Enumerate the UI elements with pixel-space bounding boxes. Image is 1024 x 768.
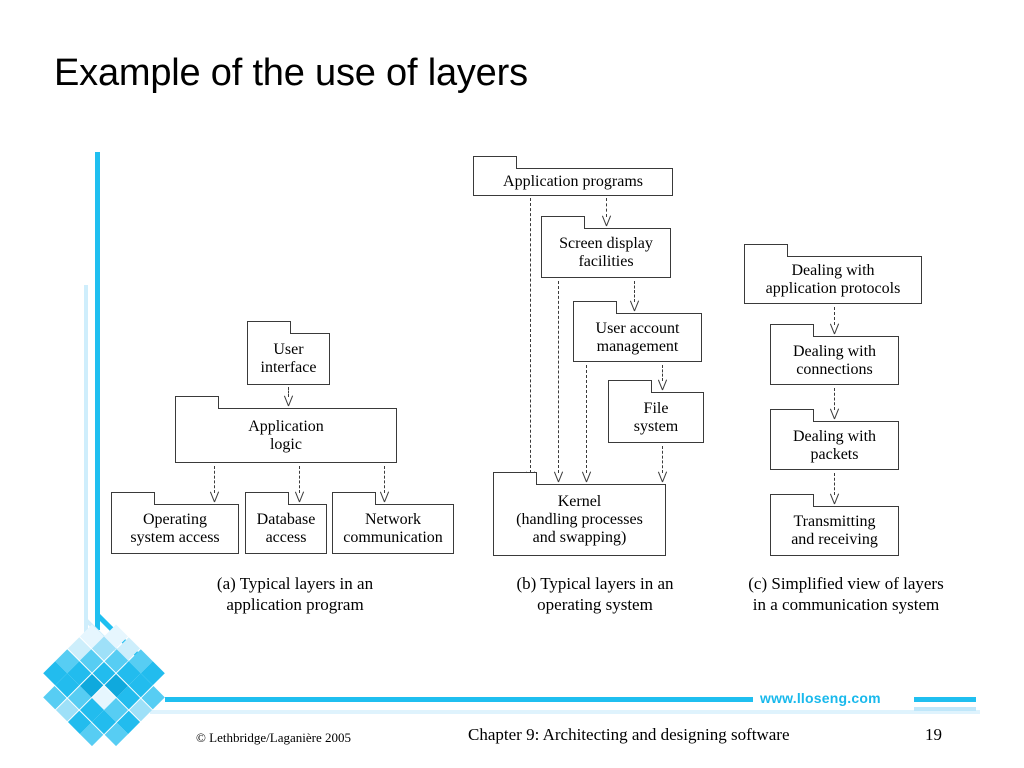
dep-user-interface-to-application-logic-arrowhead-icon [283, 395, 294, 406]
dep-packets-to-transmitting [834, 473, 835, 495]
dep-app-protocols-to-connections-arrowhead-icon [829, 323, 840, 334]
dep-file-system-to-kernel-arrowhead-icon [657, 471, 668, 482]
dep-user-account-to-kernel [586, 365, 587, 473]
dep-application-logic-to-database-access [299, 466, 300, 493]
dep-application-logic-to-operating-system [214, 466, 215, 493]
footer-page-number: 19 [925, 725, 942, 744]
footer-chapter: Chapter 9: Architecting and designing so… [468, 725, 790, 744]
dep-app-protocols-to-connections [834, 307, 835, 325]
package-label: Application programs [503, 173, 643, 191]
dep-screen-display-to-user-account-arrowhead-icon [629, 300, 640, 311]
accent-horizontal-line-stub-pale [914, 707, 976, 711]
dep-application-programs-to-screen-display [606, 198, 607, 217]
dep-user-interface-to-application-logic [288, 387, 289, 397]
dep-application-logic-to-network-communication [384, 466, 385, 493]
website-url-text: www.lloseng.com [760, 690, 881, 706]
dep-user-account-to-file-system [662, 365, 663, 381]
dep-user-account-to-kernel-arrowhead-icon [581, 471, 592, 482]
dep-packets-to-transmitting-arrowhead-icon [829, 493, 840, 504]
dep-connections-to-packets [834, 388, 835, 410]
dep-application-logic-to-network-communication-arrowhead-icon [379, 491, 390, 502]
accent-horizontal-line-stub [914, 697, 976, 702]
accent-horizontal-line [165, 697, 753, 702]
dep-user-account-to-file-system-arrowhead-icon [657, 379, 668, 390]
accent-horizontal-line-pale [150, 710, 980, 714]
package-box-b-application-programs: Application programs [472, 156, 673, 196]
dep-connections-to-packets-arrowhead-icon [829, 408, 840, 419]
dep-screen-display-to-user-account [634, 281, 635, 302]
dep-file-system-to-kernel [662, 446, 663, 473]
accent-vertical-line-pale [84, 285, 88, 635]
page-title: Example of the use of layers [54, 52, 528, 94]
accent-vertical-line [95, 152, 100, 630]
dep-screen-display-to-kernel-arrowhead-icon [553, 471, 564, 482]
dep-screen-display-to-kernel [558, 281, 559, 473]
footer-copyright: © Lethbridge/Laganière 2005 [196, 730, 351, 745]
dep-application-logic-to-operating-system-arrowhead-icon [209, 491, 220, 502]
dep-application-logic-to-database-access-arrowhead-icon [294, 491, 305, 502]
dep-application-programs-to-screen-display-arrowhead-icon [601, 215, 612, 226]
dep-application-programs-to-kernel [530, 198, 531, 473]
